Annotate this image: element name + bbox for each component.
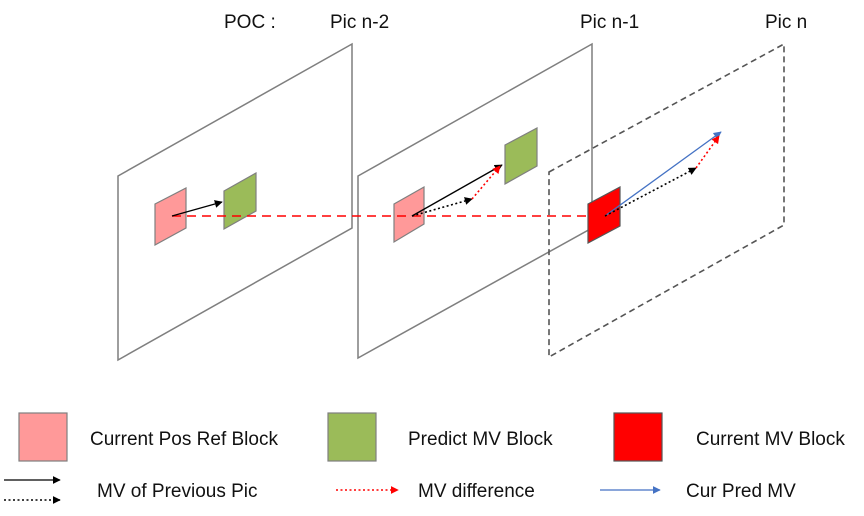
predict-block-pic-n-1	[504, 127, 538, 186]
legend-label-predict-block: Predict MV Block	[408, 429, 553, 450]
poc-label: POC :	[224, 12, 276, 33]
legend-label-cur-pred-mv: Cur Pred MV	[686, 481, 796, 502]
scaled-mv-arrow-pic-n	[604, 167, 697, 217]
legend-label-mv-previous: MV of Previous Pic	[97, 481, 258, 502]
scaled-mv-arrow-pic-n-1	[411, 197, 473, 217]
legend-swatch-current-block	[613, 412, 663, 462]
legend-swatch-predict-block	[327, 412, 377, 462]
legend-label-ref-block: Current Pos Ref Block	[90, 429, 278, 450]
legend-label-current-block: Current MV Block	[696, 429, 845, 450]
ref-block-pic-n-1	[393, 185, 425, 244]
pic-label-n-1: Pic n-1	[580, 12, 639, 33]
predict-block-pic-n-2	[223, 171, 257, 231]
pic-label-n-2: Pic n-2	[330, 12, 389, 33]
cur-pred-mv-arrow	[604, 131, 722, 217]
current-mv-block	[587, 186, 621, 244]
mv-difference-arrow-pic-n	[695, 135, 720, 169]
mv-difference-arrow-pic-n-1	[471, 165, 501, 200]
ref-block-pic-n-2	[154, 187, 187, 247]
legend-label-mv-difference: MV difference	[418, 481, 535, 502]
frame-pic-n-1	[357, 42, 593, 360]
mv-arrow-pic-n-2	[171, 200, 223, 217]
frame-pic-n-2	[117, 42, 353, 362]
mv-arrow-pic-n-1	[411, 164, 503, 217]
legend-swatch-ref-block	[18, 412, 68, 462]
pic-label-n: Pic n	[765, 12, 807, 33]
